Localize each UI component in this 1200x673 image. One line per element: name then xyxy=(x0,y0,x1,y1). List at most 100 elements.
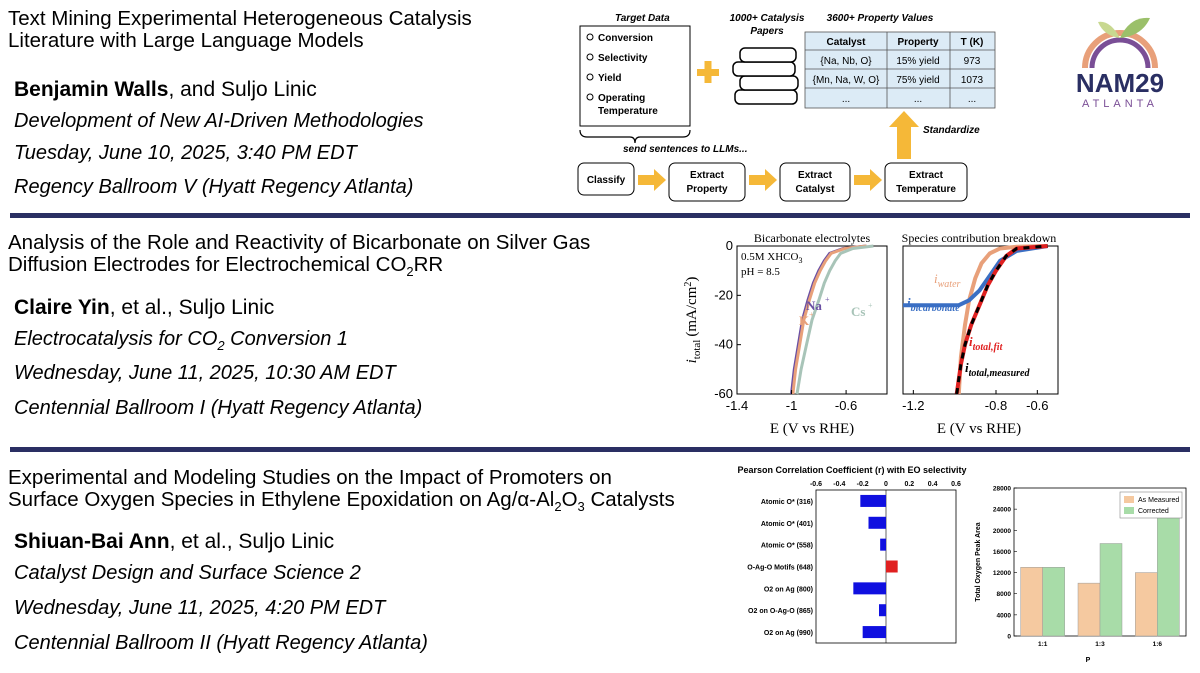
papers-title-1: 1000+ Catalysis xyxy=(730,13,805,24)
table-cell: ... xyxy=(914,94,922,105)
chart4-legend: As Measured Corrected xyxy=(1119,491,1183,519)
bicarbonate-chart: Bicarbonate electrolytes 0.5M XHCO3 pH =… xyxy=(683,231,888,437)
standardize-label: Standardize xyxy=(923,125,980,136)
correlation-bar xyxy=(879,604,886,617)
table-header: T (K) xyxy=(961,37,984,48)
chart1-annotation-ph: pH = 8.5 xyxy=(741,266,780,278)
talk3-datetime: Wednesday, June 11, 2025, 4:20 PM EDT xyxy=(14,597,386,619)
step-label: Extract xyxy=(798,170,833,181)
papers-title-2: Papers xyxy=(750,26,784,37)
chart4-ylabel: Total Oxygen Peak Area xyxy=(975,522,982,601)
x-tick-label: -0.6 xyxy=(1026,398,1048,413)
step-label: Catalyst xyxy=(796,184,836,195)
x-tick-label: -1 xyxy=(786,398,798,413)
target-data-title: Target Data xyxy=(615,13,670,24)
talk2-session: Electrocatalysis for CO2 Conversion 1 xyxy=(14,328,349,353)
talk1-session: Development of New AI-Driven Methodologi… xyxy=(14,110,424,132)
species-breakdown-chart: Species contribution breakdown -1.2 -0.8 -… xyxy=(902,231,1059,437)
label-i-total-measured: itotal,measured xyxy=(965,360,1030,379)
category-label: O2 on Ag (990) xyxy=(764,630,813,637)
table-cell: {Na, Nb, O} xyxy=(820,56,872,67)
table-header: Catalyst xyxy=(827,37,867,48)
books-icon xyxy=(732,47,799,105)
series-line-k xyxy=(791,244,867,395)
peak-area-bar xyxy=(1157,516,1180,637)
chart3-title: Pearson Correlation Coefficient (r) with… xyxy=(737,465,966,475)
correlation-bar xyxy=(860,494,886,507)
peach-icon xyxy=(1082,30,1158,69)
series-label-k: K xyxy=(799,313,810,328)
brace-icon xyxy=(579,129,691,144)
chart3-categories: Atomic O* (316) Atomic O* (401) Atomic O* … xyxy=(747,499,813,637)
y-tick-label: -40 xyxy=(714,337,733,352)
section-divider-1 xyxy=(10,213,1190,218)
correlation-bar xyxy=(868,516,886,529)
table-cell: 973 xyxy=(964,56,981,67)
talk2-presenter: Claire Yin xyxy=(14,296,110,319)
correlation-bar xyxy=(862,626,886,639)
x-tick-label: -0.8 xyxy=(985,398,1007,413)
plus-icon xyxy=(697,61,719,83)
series-label-cs: Cs xyxy=(851,304,865,319)
y-tick-label: -60 xyxy=(714,386,733,401)
table-cell: 1073 xyxy=(961,75,984,86)
chart2-series xyxy=(903,244,1049,395)
x-tick-label: 0 xyxy=(884,481,888,488)
x-tick-label: 0.2 xyxy=(904,481,914,488)
llm-pipeline-diagram: Target Data Conversion Selectivity Yield… xyxy=(577,13,996,202)
x-tick-label: -1.2 xyxy=(902,398,924,413)
x-tick-label: 0.4 xyxy=(928,481,938,488)
label-i-total-fit: itotal,fit xyxy=(969,334,1004,353)
table-cell: ... xyxy=(842,94,850,105)
target-item: Yield xyxy=(598,73,622,84)
label-i-bicarbonate: ibicarbonate xyxy=(907,295,960,314)
series-line-cs xyxy=(795,244,874,395)
category-label: Atomic O* (558) xyxy=(761,543,813,550)
x-tick-label: 1:1 xyxy=(1038,641,1048,648)
series-label-na-sup: + xyxy=(825,295,830,304)
talk2-datetime: Wednesday, June 11, 2025, 10:30 AM EDT xyxy=(14,362,396,384)
chart1-title: Bicarbonate electrolytes xyxy=(754,231,871,245)
talk1-location: Regency Ballroom V (Hyatt Regency Atlant… xyxy=(14,176,414,198)
step-label: Extract xyxy=(909,170,944,181)
chart4-bars xyxy=(1020,516,1180,637)
category-label: Atomic O* (401) xyxy=(761,521,813,528)
target-item: Operating xyxy=(598,93,645,104)
table-cell: ... xyxy=(968,94,976,105)
chart2-xlabel: E (V vs RHE) xyxy=(937,421,1021,437)
x-tick-label: -0.6 xyxy=(810,481,822,488)
category-label: Atomic O* (316) xyxy=(761,499,813,506)
peak-area-bar xyxy=(1077,582,1101,637)
values-title: 3600+ Property Values xyxy=(827,13,934,24)
table-cell: 15% yield xyxy=(896,56,939,67)
section-divider-2 xyxy=(10,447,1190,452)
logo-sub: ATLANTA xyxy=(1082,98,1158,110)
label-i-water: iwater xyxy=(934,271,961,290)
series-line-totalmeasured xyxy=(955,244,1048,395)
y-tick-label: 8000 xyxy=(997,591,1012,598)
talk1-presenter: Benjamin Walls xyxy=(14,78,169,101)
table-cell: 75% yield xyxy=(896,75,939,86)
series-line-water xyxy=(956,244,1048,395)
y-tick-label: 0 xyxy=(726,238,733,253)
target-item: Conversion xyxy=(598,33,653,44)
legend-corrected: Corrected xyxy=(1138,508,1169,515)
x-tick-label: 1:3 xyxy=(1095,641,1105,648)
table-cell: {Mn, Na, W, O} xyxy=(813,75,880,86)
chart1-ylabel: itotal(mA/cm2) xyxy=(683,277,703,364)
chart2-title: Species contribution breakdown xyxy=(902,231,1057,245)
x-tick-label: -0.2 xyxy=(857,481,869,488)
correlation-bar xyxy=(880,538,886,551)
x-tick-label: -0.6 xyxy=(835,398,857,413)
right-arrow-icon xyxy=(638,169,882,191)
x-tick-label: 0.6 xyxy=(951,481,961,488)
talk1-datetime: Tuesday, June 10, 2025, 3:40 PM EDT xyxy=(14,142,357,164)
legend-as-measured: As Measured xyxy=(1138,497,1179,504)
target-data-list: Conversion Selectivity Yield Operating T… xyxy=(586,33,658,117)
logo-main: NAM29 xyxy=(1076,68,1164,98)
peak-area-bar xyxy=(1099,543,1123,637)
talk3-title: Experimental and Modeling Studies on the… xyxy=(8,466,675,515)
property-table: Catalyst Property T (K) {Na, Nb, O} 15% … xyxy=(804,31,996,109)
